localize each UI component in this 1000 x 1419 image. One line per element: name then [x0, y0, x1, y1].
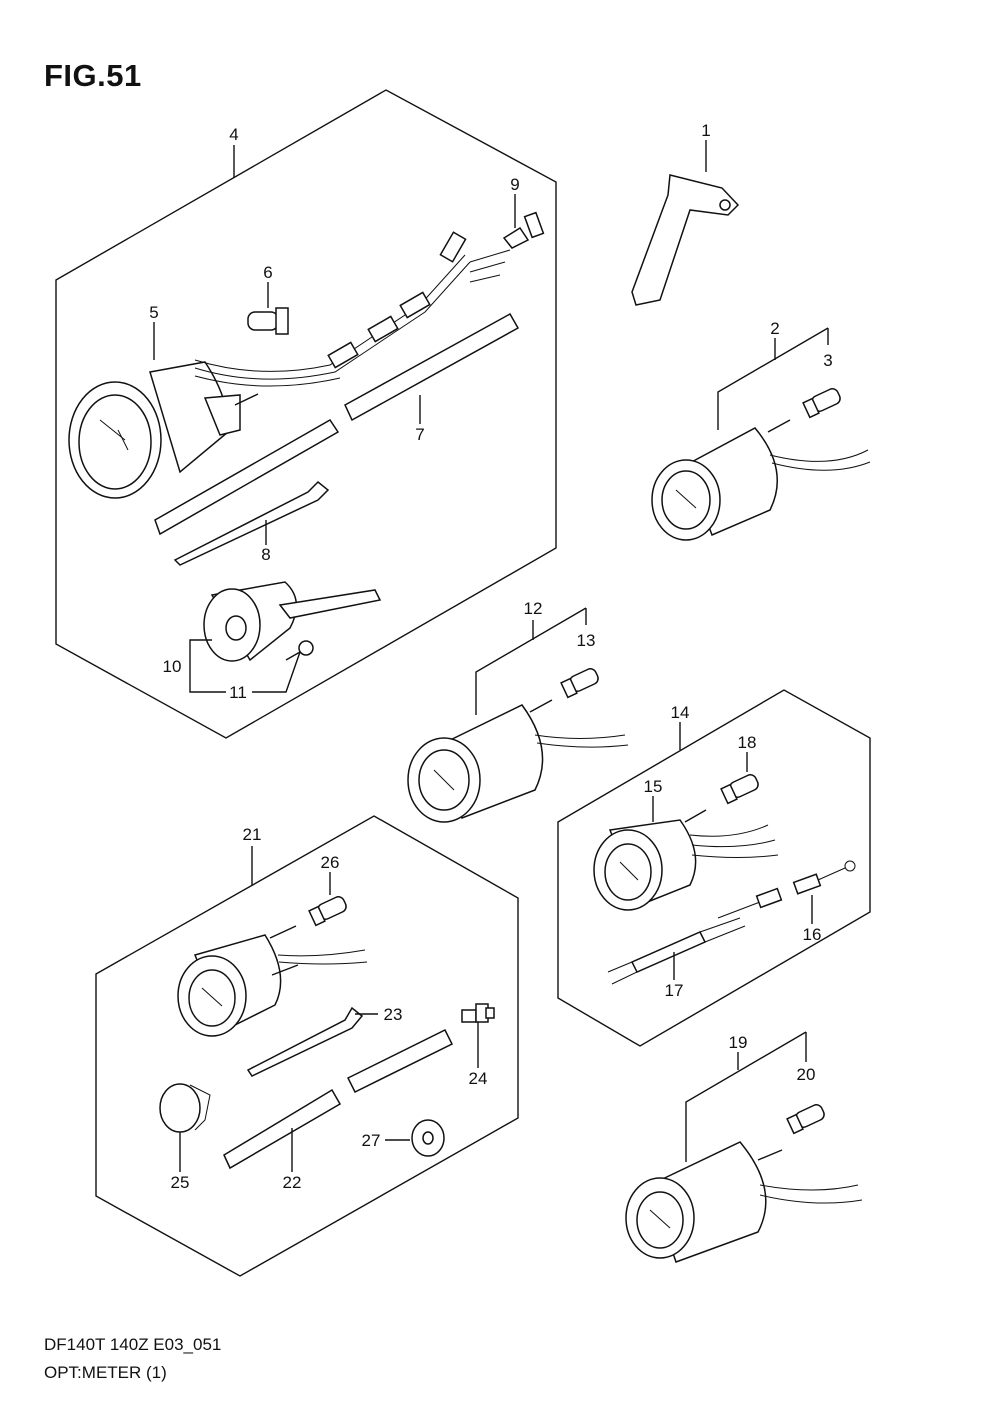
- callout-14: 14: [671, 703, 690, 722]
- callout-2: 2: [770, 319, 779, 338]
- leader-10: [189, 639, 226, 693]
- part-5-gauge: [68, 361, 259, 499]
- part-2-gauge: [651, 419, 871, 541]
- leader-12-bracket: [475, 607, 587, 715]
- part-7-hose: [154, 312, 520, 536]
- callout-7: 7: [415, 425, 424, 444]
- part-10-lever: [203, 581, 382, 662]
- callout-26: 26: [321, 853, 340, 872]
- part-3-bulb: [802, 388, 841, 419]
- model-code: DF140T 140Z E03_051: [44, 1335, 222, 1354]
- part-11-screw: [285, 640, 314, 661]
- part-16-harness: [717, 860, 856, 919]
- leader-19-bracket: [685, 1031, 807, 1162]
- callout-10: 10: [163, 657, 182, 676]
- callout-19: 19: [729, 1033, 748, 1052]
- part-15-gauge: [593, 809, 779, 911]
- callout-15: 15: [644, 777, 663, 796]
- part-1-sender: [631, 174, 740, 306]
- part-9-bulb: [502, 211, 545, 249]
- callout-3: 3: [823, 351, 832, 370]
- part-20-bulb: [786, 1104, 825, 1135]
- callout-22: 22: [283, 1173, 302, 1192]
- callout-4: 4: [229, 125, 238, 144]
- callout-1: 1: [701, 121, 710, 140]
- callout-18: 18: [738, 733, 757, 752]
- callout-13: 13: [577, 631, 596, 650]
- part-6-bulb: [247, 307, 289, 335]
- part-22-hose: [223, 1028, 454, 1170]
- callout-11: 11: [229, 683, 247, 702]
- wiring-harness: [194, 231, 511, 387]
- callout-6: 6: [263, 263, 272, 282]
- callout-23: 23: [384, 1005, 403, 1024]
- callout-8: 8: [261, 545, 270, 564]
- part-26-bulb: [308, 896, 347, 927]
- figure-title: FIG.51: [44, 58, 142, 93]
- callout-numbers: 1 2 3 4 5 6 7 8 9 10 11 12 13 14 15 16 1…: [149, 121, 832, 1192]
- part-24-fitting: [461, 1003, 495, 1023]
- part-12-gauge: [407, 699, 629, 823]
- part-18-bulb: [720, 774, 759, 805]
- group-box-21: [95, 815, 519, 1277]
- callout-27: 27: [362, 1131, 381, 1150]
- part-21-gauge: [177, 925, 368, 1037]
- part-17-harness: [607, 917, 746, 985]
- part-19-gauge: [625, 1141, 863, 1263]
- callout-21: 21: [243, 825, 262, 844]
- group-box-4: [55, 89, 557, 739]
- callout-20: 20: [797, 1065, 816, 1084]
- part-13-bulb: [560, 668, 599, 699]
- callout-16: 16: [803, 925, 822, 944]
- callout-24: 24: [469, 1069, 488, 1088]
- group-box-14: [557, 689, 871, 1047]
- part-27-grommet: [411, 1119, 445, 1157]
- part-8-cable-tie: [173, 480, 330, 566]
- callout-9: 9: [510, 175, 519, 194]
- callout-12: 12: [524, 599, 543, 618]
- section-name: OPT:METER (1): [44, 1363, 167, 1382]
- callout-5: 5: [149, 303, 158, 322]
- part-25-grommet: [159, 1083, 211, 1133]
- callout-17: 17: [665, 981, 684, 1000]
- part-23-cable-tie: [246, 1006, 364, 1077]
- leader-2-bracket: [717, 327, 829, 430]
- leader-11: [252, 651, 301, 693]
- callout-25: 25: [171, 1173, 190, 1192]
